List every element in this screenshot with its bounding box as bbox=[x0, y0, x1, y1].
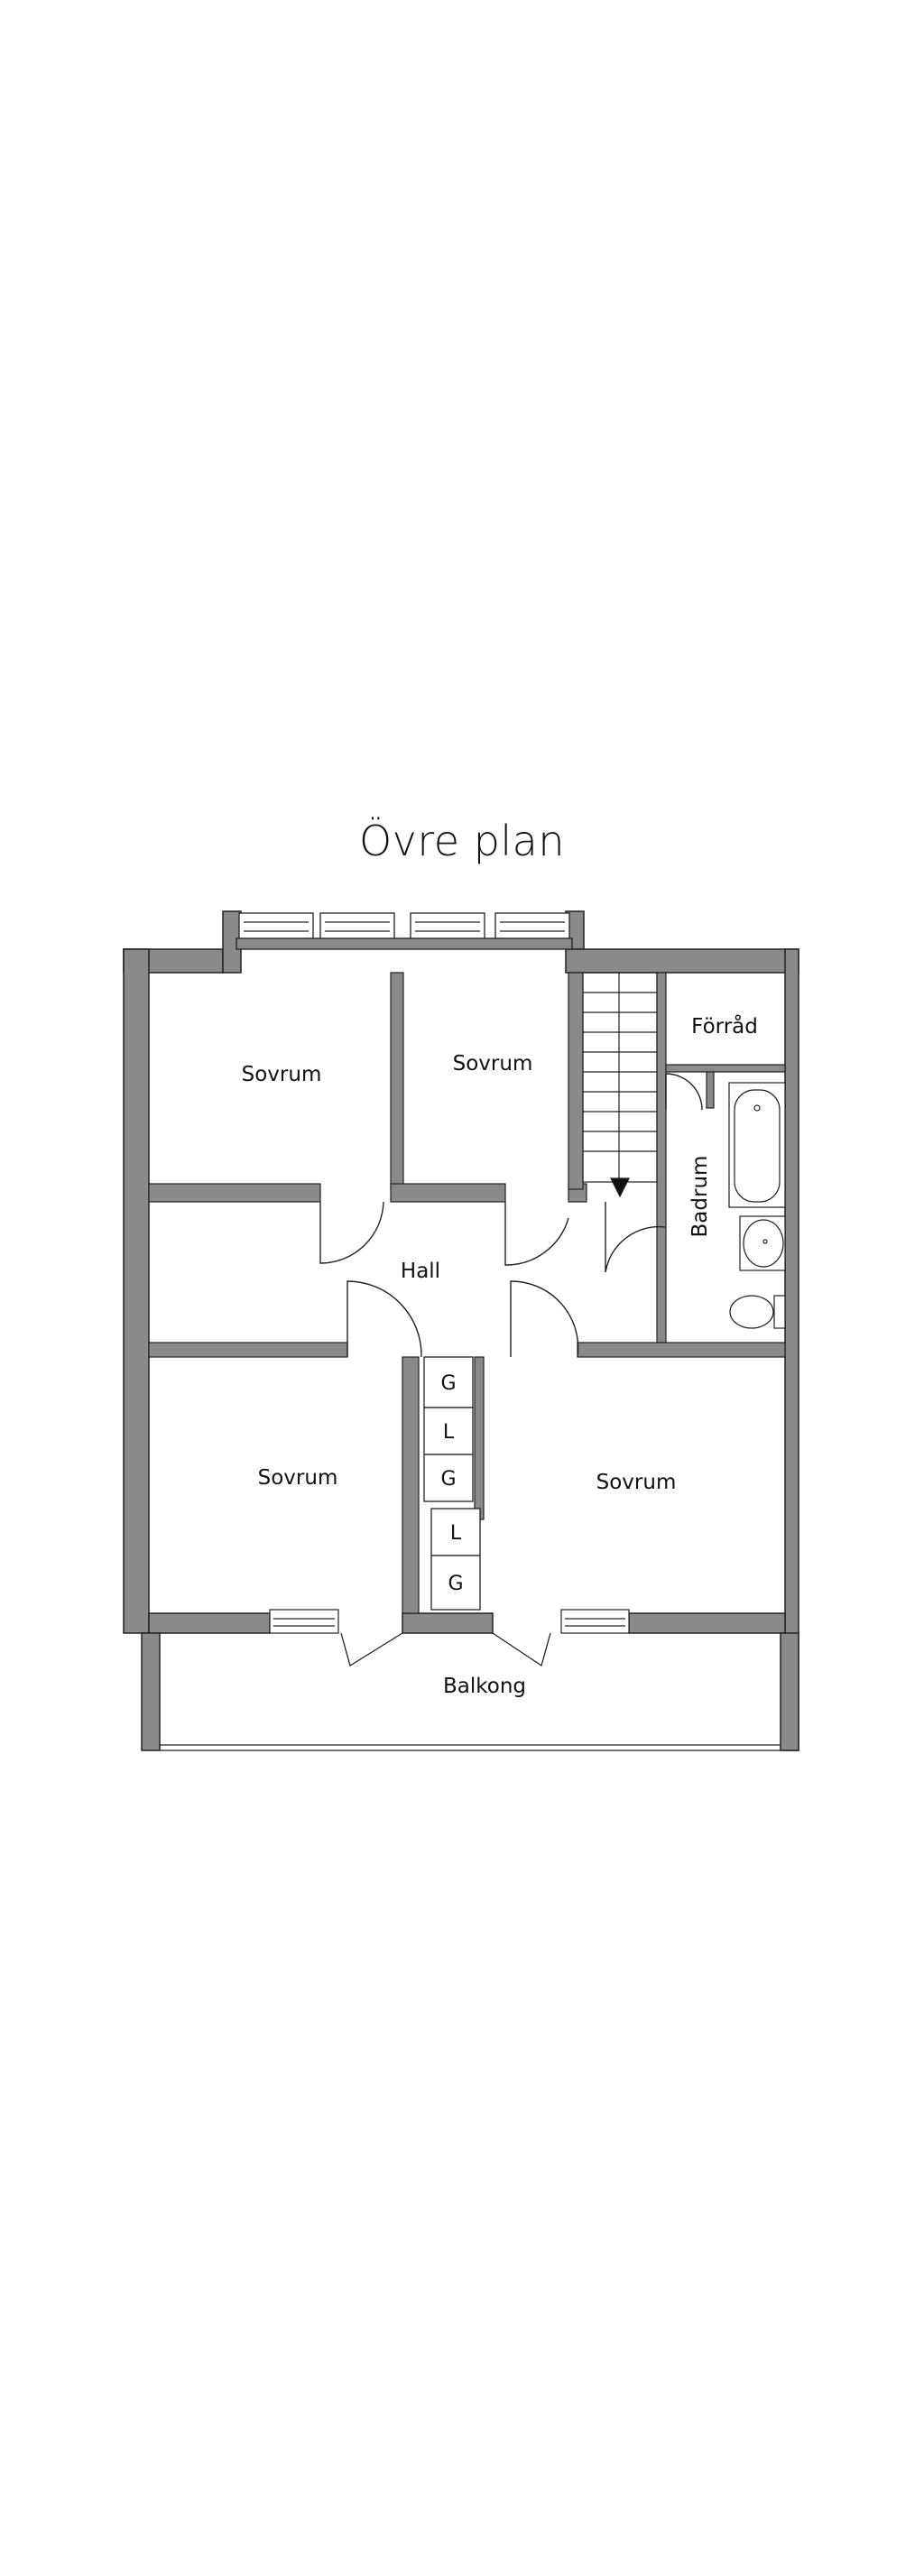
room-label-bedroom-top-right: Sovrum bbox=[453, 1052, 533, 1076]
room-label-bedroom-top-left: Sovrum bbox=[242, 1063, 322, 1086]
room-label-balcony: Balkong bbox=[443, 1675, 526, 1698]
room-label-storage: Förråd bbox=[691, 1013, 758, 1039]
balcony-doors bbox=[340, 1632, 551, 1667]
stairs bbox=[582, 972, 658, 1198]
top-windows bbox=[236, 912, 573, 950]
closet-label: G bbox=[440, 1468, 456, 1491]
toilet bbox=[729, 1295, 786, 1329]
closet-label: L bbox=[443, 1421, 455, 1444]
balcony-floor bbox=[160, 1744, 781, 1751]
room-label-hall: Hall bbox=[401, 1260, 440, 1283]
stair-arrow-icon bbox=[610, 1177, 630, 1198]
room-label-bedroom-bottom-right: Sovrum bbox=[596, 1471, 677, 1494]
closet-label: G bbox=[440, 1372, 456, 1395]
closets bbox=[423, 1356, 481, 1611]
bathtub bbox=[728, 1082, 786, 1208]
plan-title: Övre plan bbox=[358, 817, 566, 865]
bottom-windows bbox=[269, 1609, 630, 1634]
exterior-walls bbox=[123, 910, 799, 1751]
room-label-bedroom-bottom-left: Sovrum bbox=[258, 1466, 338, 1490]
doors bbox=[319, 1073, 703, 1358]
sink bbox=[739, 1215, 786, 1271]
closet-label: L bbox=[450, 1522, 462, 1545]
closet-label: G bbox=[448, 1573, 463, 1595]
room-label-bathroom: Badrum bbox=[688, 1156, 712, 1238]
